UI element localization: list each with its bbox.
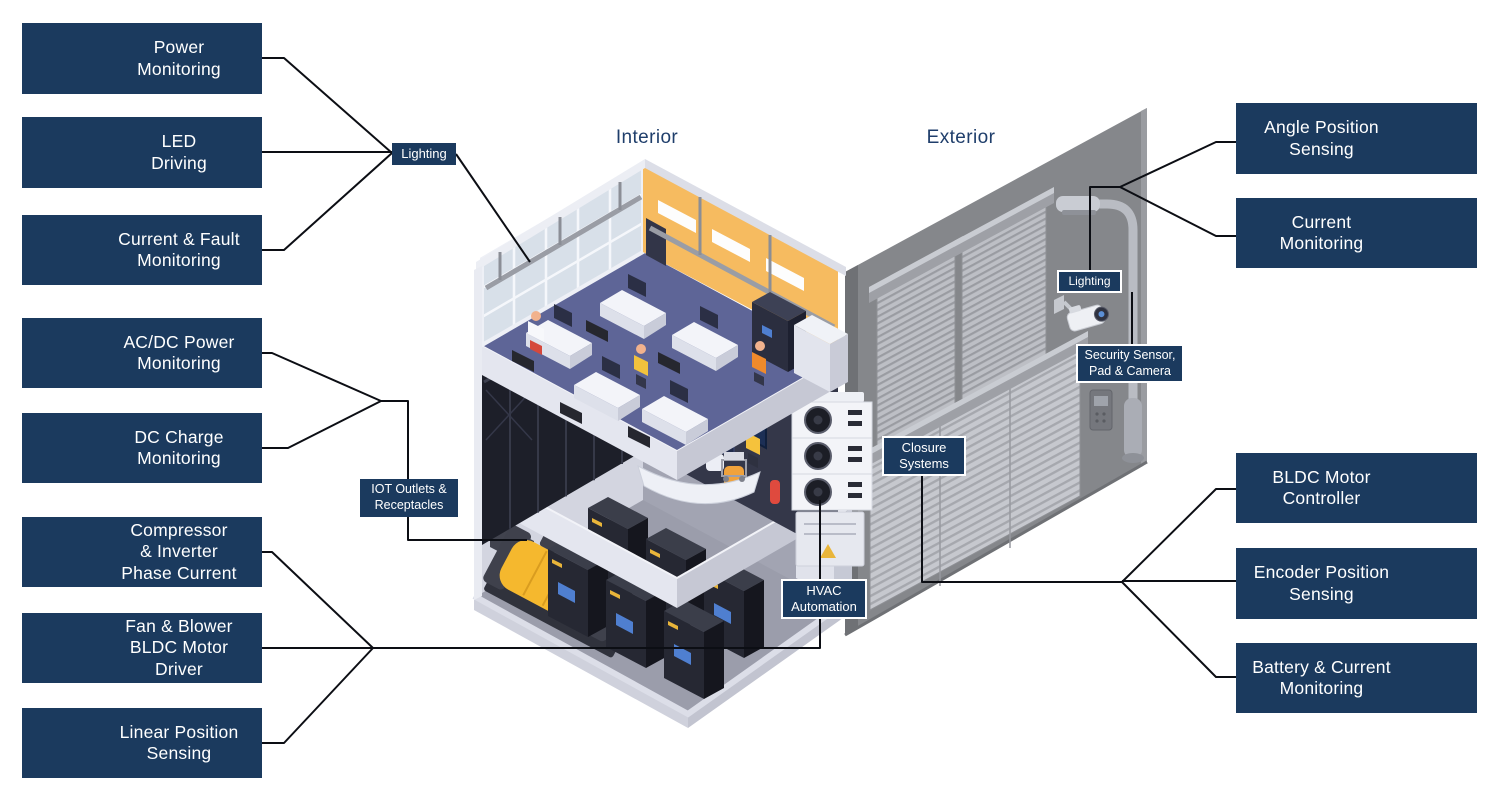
shutter-window-1 (869, 236, 963, 449)
callout-security-sensor: Security Sensor, Pad & Camera (1076, 344, 1184, 383)
office-floor (476, 159, 848, 450)
interior-heading: Interior (615, 127, 679, 148)
callout-label: HVAC Automation (791, 582, 857, 614)
category-label: AC/DC Power Monitoring (123, 331, 235, 373)
cutaway-left-edge (474, 266, 482, 600)
category-box-encoder-position: Encoder Position Sensing (1236, 548, 1477, 619)
category-label: Power Monitoring (137, 37, 221, 79)
connector-line (1119, 186, 1236, 237)
category-box-fan-blower-bldc: Fan & Blower BLDC Motor Driver (22, 613, 262, 683)
category-box-dc-charge-monitoring: DC Charge Monitoring (22, 413, 262, 483)
security-camera (1054, 295, 1109, 332)
office-people (528, 311, 766, 389)
intercom-panel (1089, 389, 1113, 431)
connector-line (262, 647, 374, 744)
connector-line (262, 551, 374, 649)
connector-line (262, 400, 382, 449)
callout-closure-systems: Closure Systems (882, 436, 966, 476)
exterior-heading: Exterior (926, 127, 996, 148)
connector-line (262, 500, 821, 649)
category-box-power-monitoring: Power Monitoring (22, 23, 262, 94)
category-label: Compressor & Inverter Phase Current (121, 519, 237, 583)
exterior-wall (844, 108, 1148, 637)
category-box-bldc-motor-controller: BLDC Motor Controller (1236, 453, 1477, 523)
connector-line (455, 153, 531, 263)
connector-lines (262, 57, 1236, 744)
category-label: Linear Position Sensing (119, 721, 239, 763)
connector-line (1119, 141, 1236, 188)
connector-line (262, 152, 393, 251)
category-box-angle-position: Angle Position Sensing (1236, 103, 1477, 174)
category-label: Angle Position Sensing (1264, 117, 1379, 159)
callout-label: Lighting (401, 145, 447, 161)
connector-line (262, 352, 409, 479)
category-box-compressor-inverter: Compressor & Inverter Phase Current (22, 517, 262, 587)
category-box-battery-current: Battery & Current Monitoring (1236, 643, 1477, 713)
category-box-linear-position: Linear Position Sensing (22, 708, 262, 778)
category-label: Fan & Blower BLDC Motor Driver (125, 615, 233, 679)
connector-line (407, 516, 527, 541)
callout-label: Closure Systems (899, 439, 949, 471)
fire-extinguisher (770, 480, 780, 504)
connector-line (1121, 488, 1236, 583)
callout-label: Security Sensor, Pad & Camera (1084, 347, 1176, 378)
callout-iot-outlets: IOT Outlets & Receptacles (360, 479, 458, 517)
category-label: DC Charge Monitoring (134, 426, 224, 468)
category-label: Current Monitoring (1279, 211, 1364, 253)
callout-lighting-exterior: Lighting (1057, 270, 1122, 293)
connector-line (921, 475, 1122, 583)
callout-lighting-interior: Lighting (392, 143, 456, 165)
category-label: Encoder Position Sensing (1253, 562, 1390, 604)
connector-line (262, 57, 393, 154)
category-label: LED Driving (151, 131, 207, 173)
connector-line (1089, 186, 1120, 271)
category-box-current-monitoring: Current Monitoring (1236, 198, 1477, 268)
category-label: Current & Fault Monitoring (118, 228, 240, 270)
shutter-window-2 (954, 187, 1054, 401)
category-box-current-fault-monitoring: Current & Fault Monitoring (22, 215, 262, 285)
category-box-acdc-power-monitoring: AC/DC Power Monitoring (22, 318, 262, 388)
callout-hvac-automation: HVAC Automation (781, 579, 867, 619)
roofline (476, 159, 846, 276)
callout-label: Lighting (1068, 274, 1111, 288)
category-label: Battery & Current Monitoring (1252, 656, 1391, 698)
category-box-led-driving: LED Driving (22, 117, 262, 188)
category-label: BLDC Motor Controller (1272, 466, 1371, 508)
office-cabinets (752, 292, 848, 392)
callout-label: IOT Outlets & Receptacles (371, 482, 447, 512)
connector-line (1121, 581, 1236, 678)
hvac-units (791, 392, 873, 567)
